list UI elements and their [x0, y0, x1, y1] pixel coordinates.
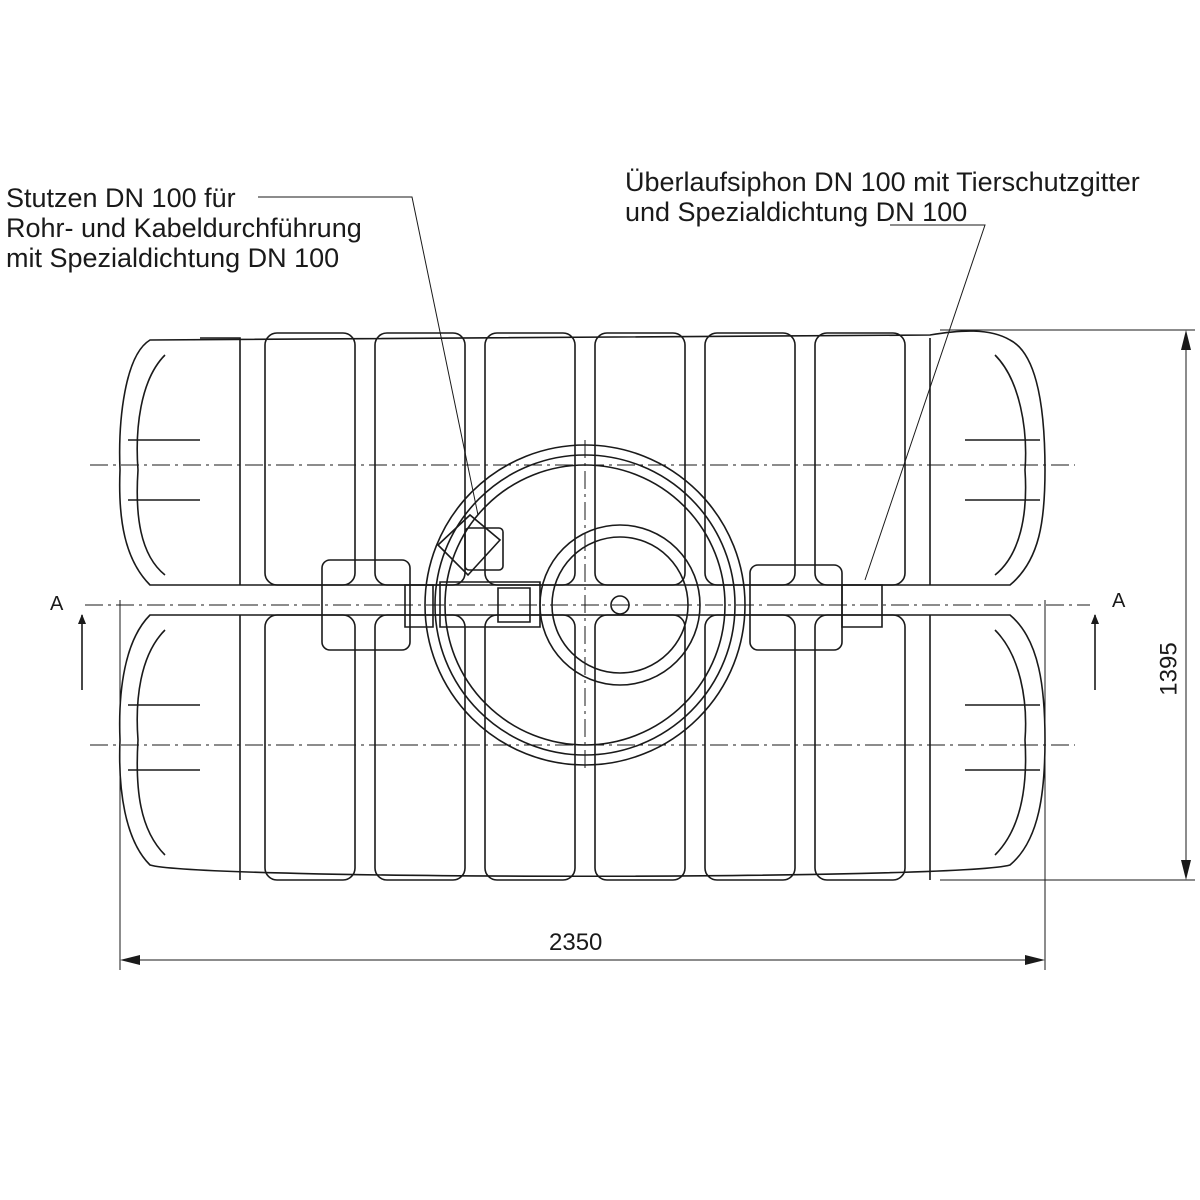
connector-right	[750, 565, 882, 650]
section-arrows	[78, 614, 1099, 690]
dimension-lines	[120, 330, 1195, 970]
dimension-height: 1395	[1155, 642, 1183, 696]
annotation-left-inlet: Stutzen DN 100 für Rohr- und Kabeldurchf…	[6, 183, 362, 273]
annotation-left-line-2: Rohr- und Kabeldurchführung	[6, 213, 362, 243]
annotation-right-line-2: und Spezialdichtung DN 100	[625, 197, 968, 227]
annotation-right-line-1: Überlaufsiphon DN 100 mit Tierschutzgitt…	[625, 167, 1140, 197]
tank-bottom	[120, 615, 1045, 880]
dimension-arrows	[120, 330, 1191, 965]
section-marker-left: A	[50, 593, 64, 615]
center-lines	[85, 440, 1090, 770]
dimension-width: 2350	[549, 929, 603, 956]
section-marker-right: A	[1112, 590, 1126, 612]
annotation-right-overflow: Überlaufsiphon DN 100 mit Tierschutzgitt…	[625, 167, 1140, 227]
annotation-left-line-1: Stutzen DN 100 für	[6, 183, 236, 213]
annotation-left-line-3: mit Spezialdichtung DN 100	[6, 243, 340, 273]
leader-lines	[258, 197, 985, 580]
